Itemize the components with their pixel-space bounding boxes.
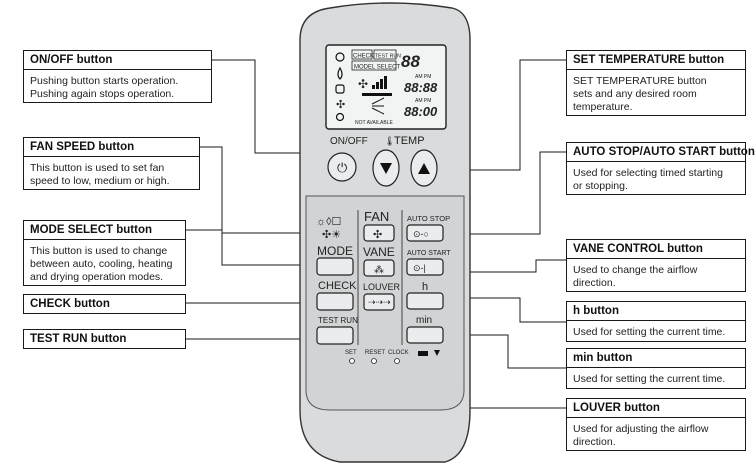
callout-title: h button [567, 302, 745, 321]
callout-description: SET TEMPERATURE button sets and any desi… [573, 75, 707, 113]
callout-title: VANE CONTROL button [567, 240, 745, 259]
callout-title: AUTO STOP/AUTO START button [567, 143, 755, 162]
callout-mode-select: MODE SELECT button This button is used t… [23, 220, 186, 286]
callout-vane-control: VANE CONTROL button Used to change the a… [566, 239, 746, 292]
louver-label: LOUVER [363, 282, 401, 292]
timer-stop-icon: ⊙-○ [413, 229, 429, 239]
lcd-test-run-label: TEST RUN [375, 54, 401, 60]
clock-label: CLOCK [388, 350, 409, 356]
test-run-button[interactable] [316, 326, 354, 345]
mode-label: MODE [317, 244, 353, 258]
callout-description: Used for adjusting the airflow direction… [573, 423, 709, 448]
arrow-up-icon [418, 163, 430, 174]
leader-mode-select [186, 229, 325, 266]
callout-title: ON/OFF button [24, 51, 211, 70]
lcd-bar [362, 93, 392, 96]
thermometer-icon: 🌡 [384, 136, 395, 146]
callout-title: TEST RUN button [30, 333, 127, 345]
lcd-fan-icon: ✣ [336, 99, 345, 111]
callout-description: Pushing button starts operation. Pushing… [30, 75, 179, 100]
min-button[interactable] [406, 326, 444, 344]
reset-label: RESET [365, 350, 385, 356]
mode-select-button[interactable] [316, 257, 354, 276]
test-run-label: TEST RUN [318, 316, 358, 325]
min-label: min [416, 315, 432, 326]
lcd-am-pm-1: AM PM [415, 74, 431, 80]
callout-title: min button [567, 349, 745, 368]
auto-stop-button[interactable] [406, 224, 444, 242]
louver-button[interactable] [363, 293, 395, 311]
callout-description: Used for setting the current time. [573, 373, 726, 385]
mode-icons-top: ☼◊☐ [316, 216, 341, 228]
vane-label: VANE [363, 245, 395, 259]
mode-icons-bottom: ✣☀ [322, 229, 341, 241]
leader-on-off [212, 59, 330, 154]
auto-stop-label: AUTO STOP [407, 214, 450, 223]
callout-description: Used for selecting timed starting or sto… [573, 167, 723, 192]
arrow-down-icon [380, 163, 392, 174]
timer-start-icon: ⊙-| [413, 263, 426, 273]
h-button[interactable] [406, 292, 444, 310]
lcd-temperature-digits: 88 [401, 52, 420, 71]
callout-title: CHECK button [30, 298, 110, 310]
battery-icon [418, 351, 428, 356]
callout-auto-stop-start: AUTO STOP/AUTO START button Used for sel… [566, 142, 755, 195]
arrow-down-small-icon [434, 350, 440, 356]
lcd-mode-icons [335, 52, 345, 122]
power-icon: ⏻ [337, 160, 347, 175]
callout-description: Used for setting the current time. [573, 326, 726, 338]
clock-hole[interactable] [394, 358, 400, 364]
callout-fan-speed: FAN SPEED button This button is used to … [23, 137, 200, 190]
callout-title: MODE SELECT button [24, 221, 185, 240]
auto-start-button[interactable] [406, 258, 444, 276]
callout-on-off: ON/OFF button Pushing button starts oper… [23, 50, 212, 103]
lcd-vane-icon [371, 97, 385, 115]
leader-fan-speed [200, 146, 360, 234]
callout-h: h button Used for setting the current ti… [566, 301, 746, 342]
callout-louver: LOUVER button Used for adjusting the air… [566, 398, 746, 451]
lcd-time-2: 88:00 [404, 104, 438, 119]
temp-label: TEMP [394, 135, 425, 147]
callout-title: LOUVER button [567, 399, 745, 418]
lcd-not-available: NOT AVAILABLE [355, 120, 393, 126]
on-off-button[interactable] [327, 152, 357, 182]
set-hole[interactable] [349, 358, 355, 364]
callout-description: This button is used to change between au… [30, 245, 173, 283]
fan-speed-button[interactable] [363, 224, 395, 242]
check-button[interactable] [316, 292, 354, 311]
leader-min [440, 334, 566, 369]
callout-test-run: TEST RUN button [23, 329, 186, 349]
on-off-label: ON/OFF [330, 136, 368, 147]
h-label: h [422, 281, 428, 293]
callout-description: This button is used to set fan speed to … [30, 162, 170, 187]
lcd-model-select-label: MODEL SELECT [354, 65, 400, 71]
auto-start-label: AUTO START [407, 250, 451, 257]
fan-icon: ✣ [373, 229, 382, 241]
set-label: SET [345, 350, 357, 356]
check-label: CHECK [318, 280, 357, 292]
leader-auto-stop [410, 151, 566, 235]
lcd-fan-speed-icon: ✣ [358, 77, 368, 91]
fan-label: FAN [364, 209, 389, 224]
reset-hole[interactable] [371, 358, 377, 364]
callout-title: FAN SPEED button [24, 138, 199, 157]
lcd-check-label: CHECK [353, 54, 374, 60]
callout-min: min button Used for setting the current … [566, 348, 746, 389]
louver-icon: ⇢⇢⇢ [368, 297, 391, 307]
lcd-signal-bars [372, 76, 387, 89]
vane-control-button[interactable] [363, 259, 395, 277]
callout-title: SET TEMPERATURE button [567, 51, 745, 70]
leader-h [440, 297, 566, 323]
callout-description: Used to change the airflow direction. [573, 264, 698, 289]
callout-check: CHECK button [23, 294, 186, 314]
lcd-time-1: 88:88 [404, 80, 438, 95]
lcd-am-pm-2: AM PM [415, 98, 431, 104]
callout-set-temperature: SET TEMPERATURE button SET TEMPERATURE b… [566, 50, 746, 116]
vane-icon: ⁂ [374, 265, 384, 276]
